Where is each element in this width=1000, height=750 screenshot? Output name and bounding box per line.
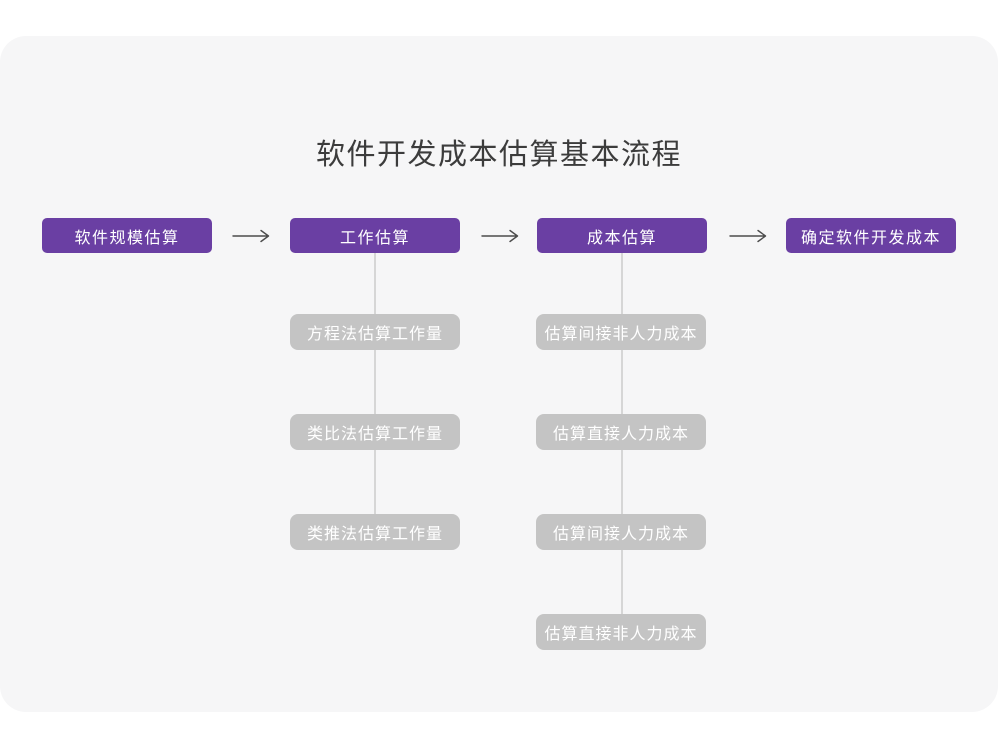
sub-step-comparison-method: 类比法估算工作量 <box>290 414 460 450</box>
diagram-title: 软件开发成本估算基本流程 <box>315 139 682 171</box>
main-step-work-estimation: 工作估算 <box>290 218 460 253</box>
sub-step-direct-non-labor-cost: 估算直接非人力成本 <box>536 614 706 650</box>
sub-step-direct-labor-cost: 估算直接人力成本 <box>536 414 706 450</box>
arrow-right-icon <box>729 229 767 243</box>
connector-line-work-estimation <box>374 253 376 532</box>
arrow-right-icon <box>481 229 519 243</box>
sub-step-indirect-labor-cost: 估算间接人力成本 <box>536 514 706 550</box>
main-step-software-scale-estimation: 软件规模估算 <box>42 218 212 253</box>
main-step-determine-dev-cost: 确定软件开发成本 <box>786 218 956 253</box>
diagram-card: 软件开发成本估算基本流程 软件规模估算 工作估算 成本估算 确定软件开发成本 方… <box>0 36 998 712</box>
arrow-right-icon <box>232 229 270 243</box>
sub-step-analogy-method: 类推法估算工作量 <box>290 514 460 550</box>
sub-step-equation-method: 方程法估算工作量 <box>290 314 460 350</box>
sub-step-indirect-non-labor-cost: 估算间接非人力成本 <box>536 314 706 350</box>
main-step-cost-estimation: 成本估算 <box>537 218 707 253</box>
